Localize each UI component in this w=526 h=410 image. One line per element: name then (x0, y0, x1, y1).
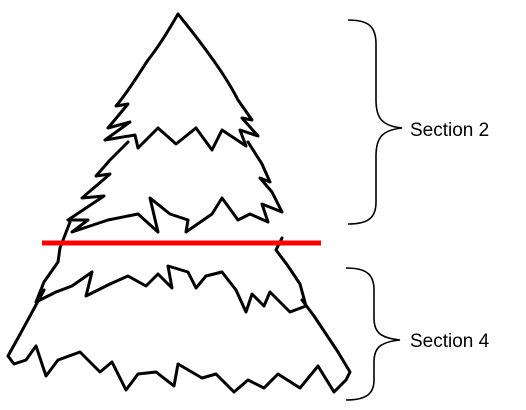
lower-brace (345, 267, 401, 401)
tree-tier-1 (103, 12, 260, 152)
label-section-lower: Section 4 (410, 331, 490, 352)
label-section-upper: Section 2 (410, 120, 489, 141)
upper-brace (347, 19, 403, 225)
tree-tier-2 (66, 140, 284, 234)
tree-tier-3 (34, 220, 308, 314)
tree-tier-4 (6, 288, 352, 394)
